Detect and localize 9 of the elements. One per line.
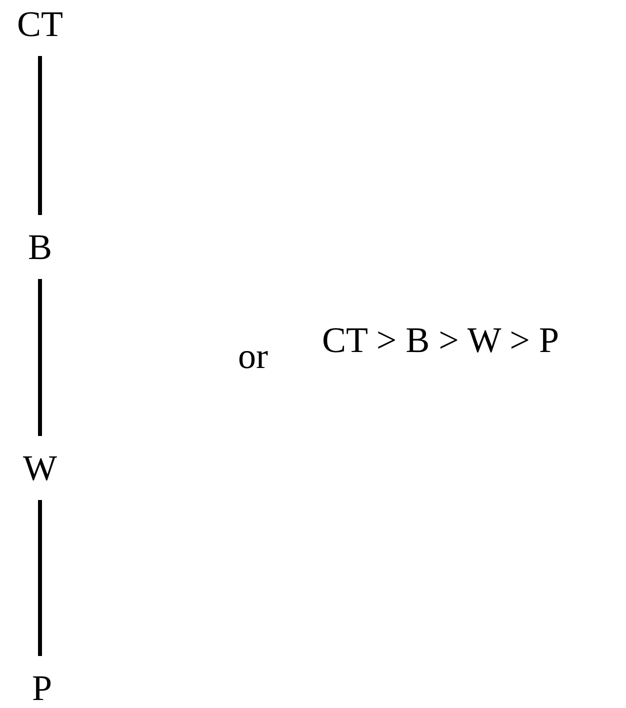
line (38, 56, 42, 215)
node-label: B (24, 215, 56, 279)
node-label: W (19, 436, 61, 500)
conjunction-text: or (238, 338, 268, 374)
node-label: CT (13, 0, 67, 56)
line (38, 500, 42, 656)
line (38, 279, 42, 436)
node-label: P (28, 656, 56, 708)
ordering-text: CT > B > W > P (322, 322, 559, 358)
